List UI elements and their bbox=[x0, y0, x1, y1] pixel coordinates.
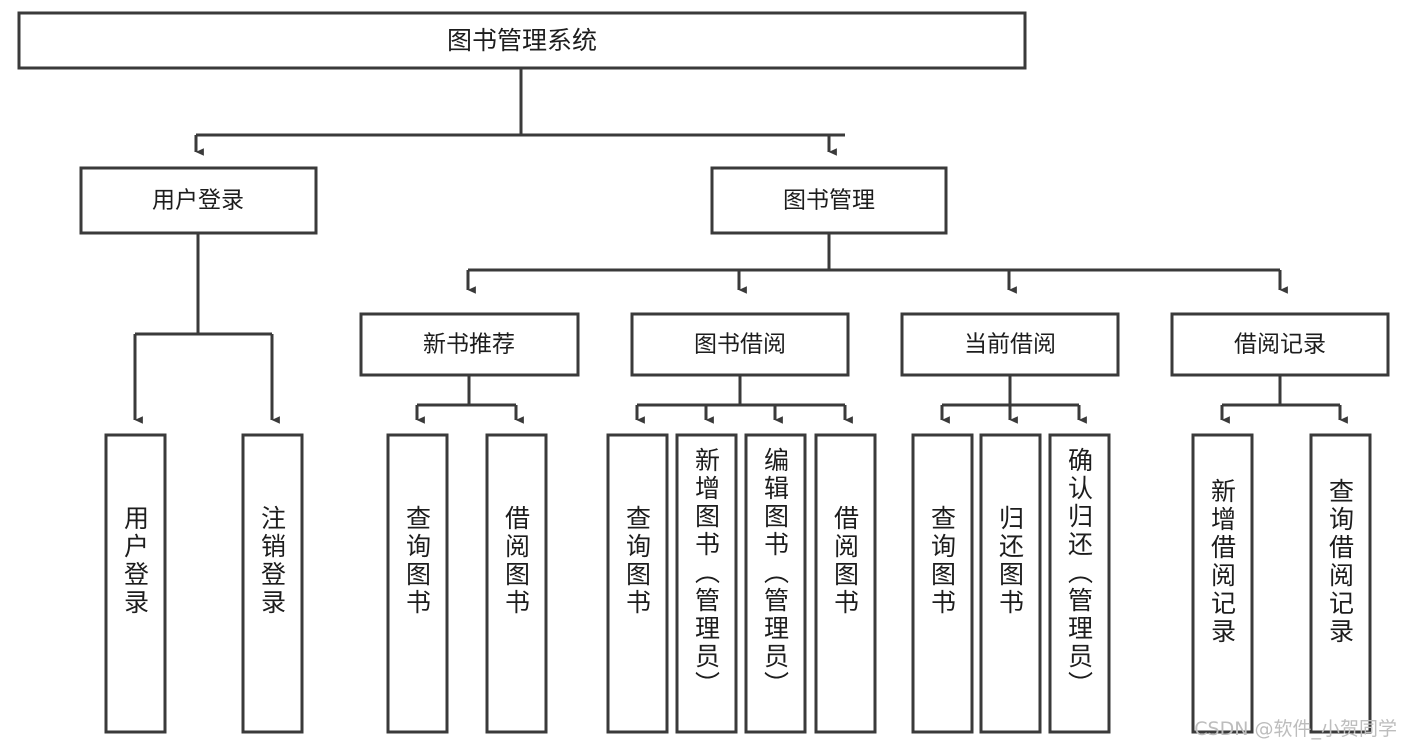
node-root-system-label: 图书管理系统 bbox=[447, 26, 597, 55]
edge-current-borrow-to-leaves bbox=[940, 375, 1087, 424]
node-new-book-recommend[interactable]: 新书推荐 bbox=[359, 312, 580, 377]
leaf-book-borrow-2[interactable]: 编辑图书（管理员） bbox=[744, 433, 807, 734]
leaf-book-borrow-1[interactable]: 新增图书（管理员） bbox=[675, 433, 738, 734]
node-root-system[interactable]: 图书管理系统 bbox=[17, 11, 1027, 70]
leaf-new-book-1-label: 借阅图书 bbox=[502, 505, 531, 617]
leaf-current-borrow-2-label: 确认归还（管理员） bbox=[1065, 447, 1094, 699]
node-current-borrow[interactable]: 当前借阅 bbox=[900, 312, 1120, 377]
edge-new-book-to-leaves bbox=[415, 375, 524, 424]
leaf-current-borrow-2[interactable]: 确认归还（管理员） bbox=[1048, 433, 1111, 734]
leaf-book-borrow-0-label: 查询图书 bbox=[623, 505, 652, 617]
node-new-book-recommend-label: 新书推荐 bbox=[423, 332, 515, 358]
leaf-book-borrow-1-label: 新增图书（管理员） bbox=[692, 447, 721, 699]
leaf-book-borrow-2-label: 编辑图书（管理员） bbox=[761, 447, 790, 699]
node-user-login-label: 用户登录 bbox=[152, 188, 244, 214]
node-book-management-label: 图书管理 bbox=[783, 188, 875, 214]
node-current-borrow-label: 当前借阅 bbox=[964, 332, 1056, 358]
node-user-login[interactable]: 用户登录 bbox=[79, 166, 318, 235]
leaf-current-borrow-0-label: 查询图书 bbox=[928, 505, 957, 617]
leaf-current-borrow-1-label: 归还图书 bbox=[996, 505, 1025, 617]
node-book-borrow-label: 图书借阅 bbox=[694, 332, 786, 358]
leaf-user-login-1-label: 注销登录 bbox=[258, 505, 287, 617]
node-borrow-record[interactable]: 借阅记录 bbox=[1170, 312, 1390, 377]
edge-book-mgmt-to-level3 bbox=[466, 233, 1288, 294]
node-book-management[interactable]: 图书管理 bbox=[710, 166, 948, 235]
leaf-book-borrow-0[interactable]: 查询图书 bbox=[606, 433, 669, 734]
leaf-user-login-0-label: 用户登录 bbox=[121, 505, 150, 617]
leaf-current-borrow-1[interactable]: 归还图书 bbox=[979, 433, 1042, 734]
edge-user-login-to-leaves bbox=[133, 233, 280, 424]
node-book-borrow[interactable]: 图书借阅 bbox=[630, 312, 850, 377]
edge-borrow-record-to-leaves bbox=[1220, 375, 1348, 424]
leaf-current-borrow-0[interactable]: 查询图书 bbox=[911, 433, 974, 734]
leaf-new-book-0-label: 查询图书 bbox=[403, 505, 432, 617]
leaf-borrow-record-0-label: 新增借阅记录 bbox=[1208, 478, 1237, 646]
node-borrow-record-label: 借阅记录 bbox=[1234, 332, 1326, 358]
leaf-book-borrow-3[interactable]: 借阅图书 bbox=[814, 433, 877, 734]
leaf-new-book-0[interactable]: 查询图书 bbox=[386, 433, 449, 734]
leaf-borrow-record-0[interactable]: 新增借阅记录 bbox=[1191, 433, 1254, 734]
leaf-borrow-record-1[interactable]: 查询借阅记录 bbox=[1309, 433, 1372, 734]
leaf-book-borrow-3-label: 借阅图书 bbox=[831, 505, 860, 617]
leaf-user-login-1[interactable]: 注销登录 bbox=[241, 433, 304, 734]
leaf-user-login-0[interactable]: 用户登录 bbox=[104, 433, 167, 734]
leaf-new-book-1[interactable]: 借阅图书 bbox=[485, 433, 548, 734]
edge-book-borrow-to-leaves bbox=[635, 375, 853, 424]
leaf-borrow-record-1-label: 查询借阅记录 bbox=[1326, 478, 1355, 646]
edge-root-to-level2 bbox=[194, 68, 845, 156]
